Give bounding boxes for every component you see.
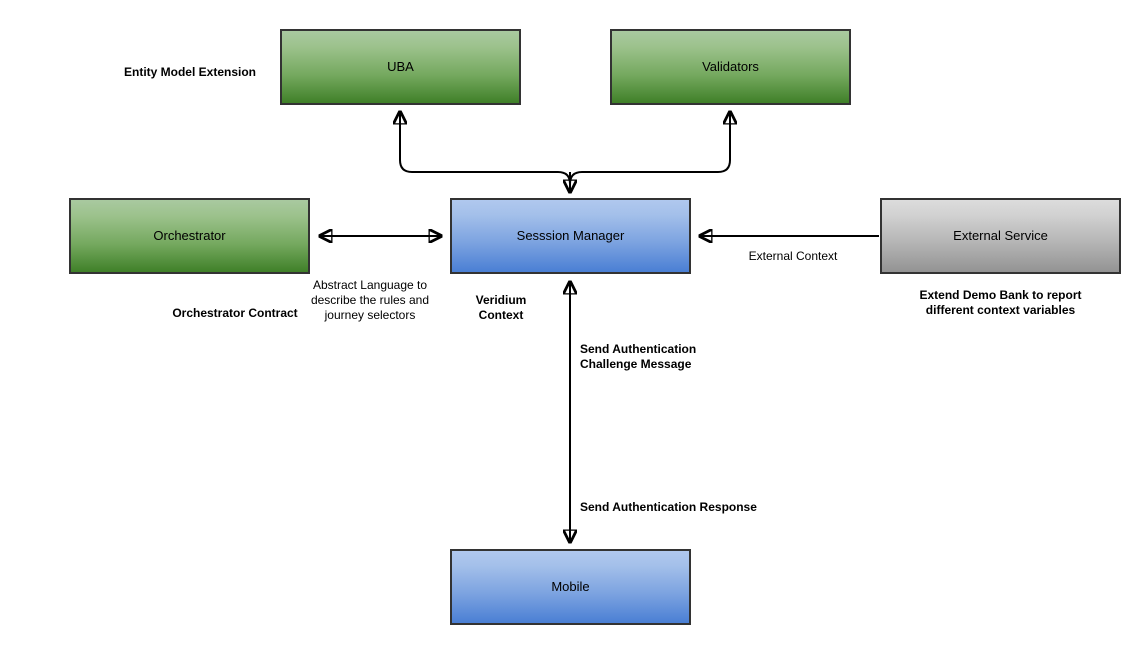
node-mobile-label: Mobile: [551, 579, 590, 595]
node-external-service[interactable]: External Service: [880, 198, 1121, 274]
annotation-send-auth-response: Send Authentication Response: [580, 500, 757, 514]
annotation-veridium-context: Veridium Context: [475, 293, 527, 322]
annotation-external-context: External Context: [748, 249, 838, 263]
node-validators-label: Validators: [702, 59, 759, 75]
node-uba[interactable]: UBA: [280, 29, 521, 105]
node-uba-label: UBA: [387, 59, 414, 75]
annotation-entity-model-extension: Entity Model Extension: [123, 65, 256, 79]
node-external-service-label: External Service: [953, 228, 1048, 244]
annotation-extend-demo-bank: Extend Demo Bank to report different con…: [919, 288, 1082, 317]
node-validators[interactable]: Validators: [610, 29, 851, 105]
node-session-manager[interactable]: Sesssion Manager: [450, 198, 691, 274]
annotation-send-auth-challenge: Send Authentication Challenge Message: [580, 342, 697, 371]
annotation-abstract-language: Abstract Language to describe the rules …: [310, 278, 430, 322]
node-session-manager-label: Sesssion Manager: [516, 228, 625, 244]
node-mobile[interactable]: Mobile: [450, 549, 691, 625]
edge-session-to-uba-validators: [400, 112, 730, 192]
node-orchestrator-label: Orchestrator: [153, 228, 226, 244]
annotation-orchestrator-contract: Orchestrator Contract: [172, 306, 298, 320]
node-orchestrator[interactable]: Orchestrator: [69, 198, 310, 274]
